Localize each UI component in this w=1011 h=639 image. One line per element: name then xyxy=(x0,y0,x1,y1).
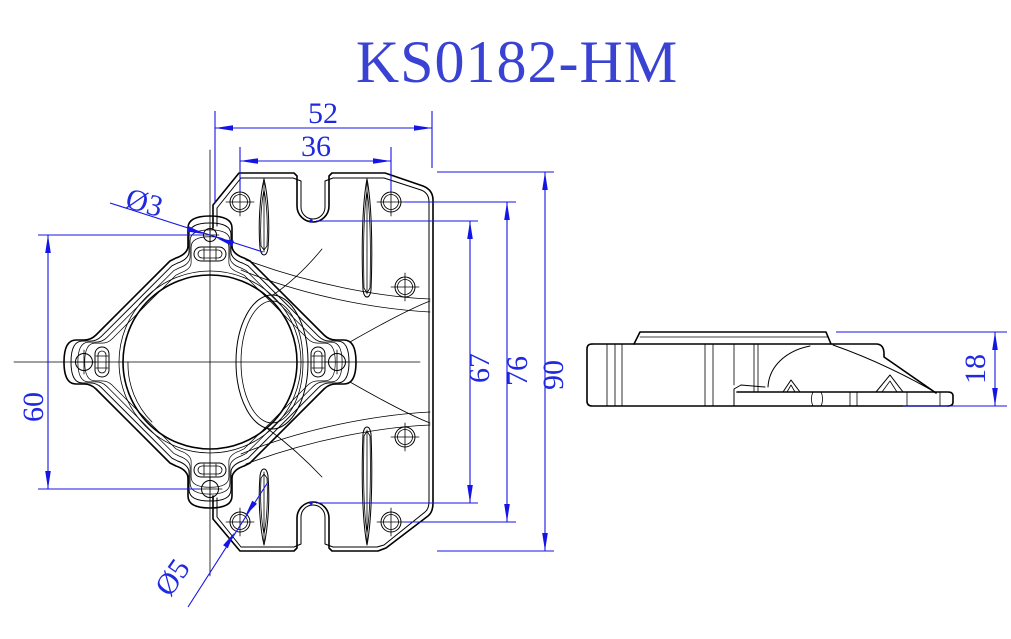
dim-label-dia5: Ø5 xyxy=(149,553,197,602)
rib xyxy=(258,468,270,546)
mount-hole xyxy=(390,272,420,302)
rib xyxy=(361,426,373,546)
cone-line xyxy=(272,248,323,296)
side-view-part xyxy=(586,331,954,407)
mount-hole xyxy=(376,507,406,537)
mount-holes xyxy=(225,187,420,537)
octagon-outline xyxy=(63,215,357,509)
front-view-part xyxy=(13,149,434,577)
dim-label-90: 90 xyxy=(537,360,570,390)
rib xyxy=(361,178,373,298)
rib xyxy=(258,178,270,256)
side-raised-top xyxy=(633,331,832,345)
dim-label-52: 52 xyxy=(308,97,338,130)
side-outline xyxy=(591,343,937,394)
ear-holes xyxy=(71,225,350,502)
transition-curves xyxy=(240,259,431,465)
leader-dia3 xyxy=(109,202,264,253)
side-rib xyxy=(782,374,904,393)
side-view-dimensions: 18 xyxy=(836,331,1007,407)
dim-label-76: 76 xyxy=(501,356,534,386)
side-base xyxy=(736,391,954,407)
dim-label-36: 36 xyxy=(301,130,331,163)
dim-label-18: 18 xyxy=(959,354,992,384)
ribs xyxy=(258,178,373,546)
plate-inner-line xyxy=(216,177,430,548)
drawing-title: KS0182-HM xyxy=(356,29,678,95)
dim-label-60: 60 xyxy=(17,392,50,422)
side-block-lines xyxy=(606,343,759,407)
cone-line xyxy=(267,428,323,478)
mount-hole xyxy=(225,507,255,537)
mount-hole xyxy=(390,422,420,452)
mount-hole xyxy=(376,187,406,217)
dim-label-dia3: Ø3 xyxy=(122,182,166,224)
dim-label-67: 67 xyxy=(463,353,496,383)
